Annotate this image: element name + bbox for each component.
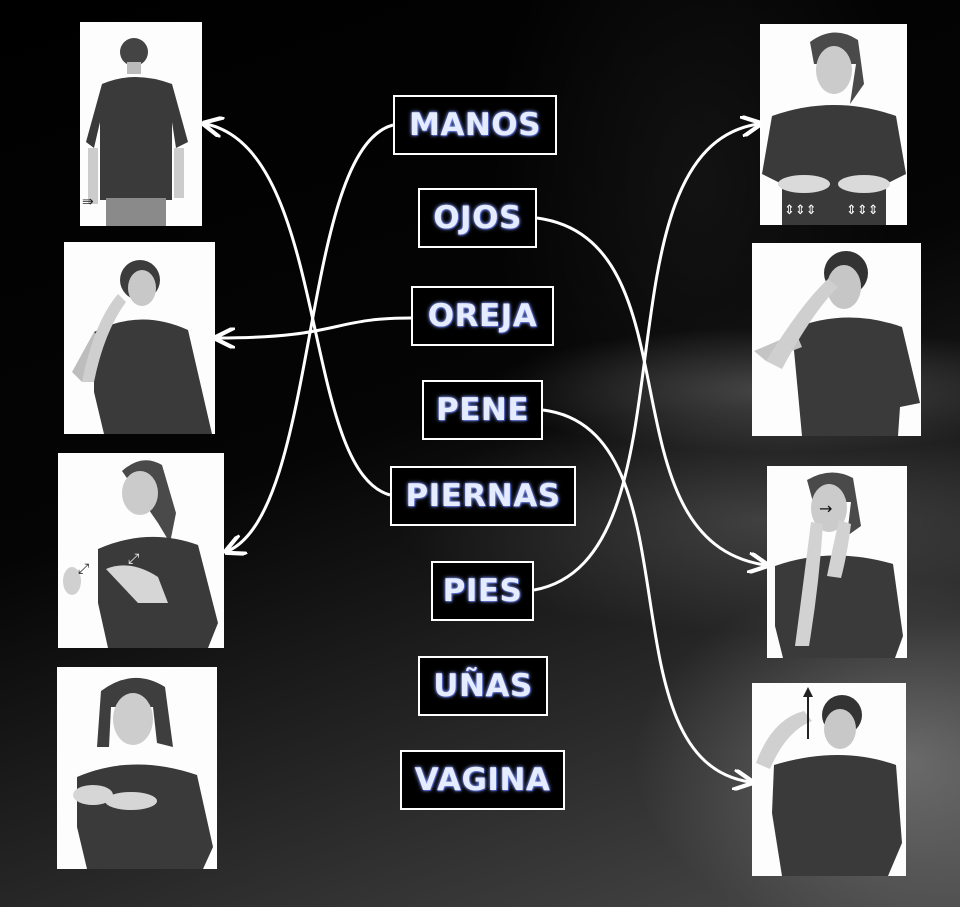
photo-left-4	[57, 667, 217, 869]
person-hand-on-head-icon	[756, 687, 902, 876]
arrow-piernas-to-left-1	[206, 124, 391, 497]
word-vagina: VAGINA	[400, 750, 565, 810]
svg-text:⇕⇕⇕: ⇕⇕⇕	[784, 203, 817, 218]
person-hands-palms-down-icon: ⇕⇕⇕ ⇕⇕⇕	[762, 32, 906, 225]
arrow-oreja-to-left-2	[218, 316, 412, 338]
svg-text:⤢: ⤢	[128, 551, 139, 567]
word-oreja: OREJA	[411, 286, 554, 346]
photo-left-1: ⇛	[80, 22, 202, 226]
word-unas: UÑAS	[418, 656, 548, 716]
word-ojos: OJOS	[418, 188, 537, 248]
person-touching-eye-icon	[754, 251, 920, 436]
photo-left-2	[64, 242, 215, 434]
svg-text:⇛: ⇛	[82, 194, 94, 210]
photo-left-3: ⤢ ⤢	[58, 453, 224, 648]
svg-text:⤢: ⤢	[78, 561, 89, 577]
person-fingers-together-icon	[73, 677, 213, 869]
svg-text:→: →	[819, 499, 832, 518]
person-standing-hands-down-icon: ⇛	[82, 38, 188, 226]
photo-right-3: →	[767, 466, 907, 658]
word-piernas: PIERNAS	[390, 466, 576, 526]
arrow-pies-to-right-1	[533, 124, 758, 592]
person-hands-gesture-icon: ⤢ ⤢	[63, 460, 218, 648]
svg-text:⇕⇕⇕: ⇕⇕⇕	[846, 203, 879, 218]
word-pene: PENE	[422, 380, 543, 440]
word-manos: MANOS	[393, 95, 557, 155]
person-touching-ear-icon	[72, 260, 212, 434]
arrow-ojos-to-right-3	[536, 216, 765, 565]
photo-right-4	[752, 683, 906, 876]
photo-right-2	[752, 243, 921, 436]
arrow-pene-to-right-4	[542, 408, 750, 782]
person-pointing-eyes-icon: →	[775, 472, 903, 658]
photo-right-1: ⇕⇕⇕ ⇕⇕⇕	[760, 24, 907, 225]
word-pies: PIES	[431, 561, 534, 621]
